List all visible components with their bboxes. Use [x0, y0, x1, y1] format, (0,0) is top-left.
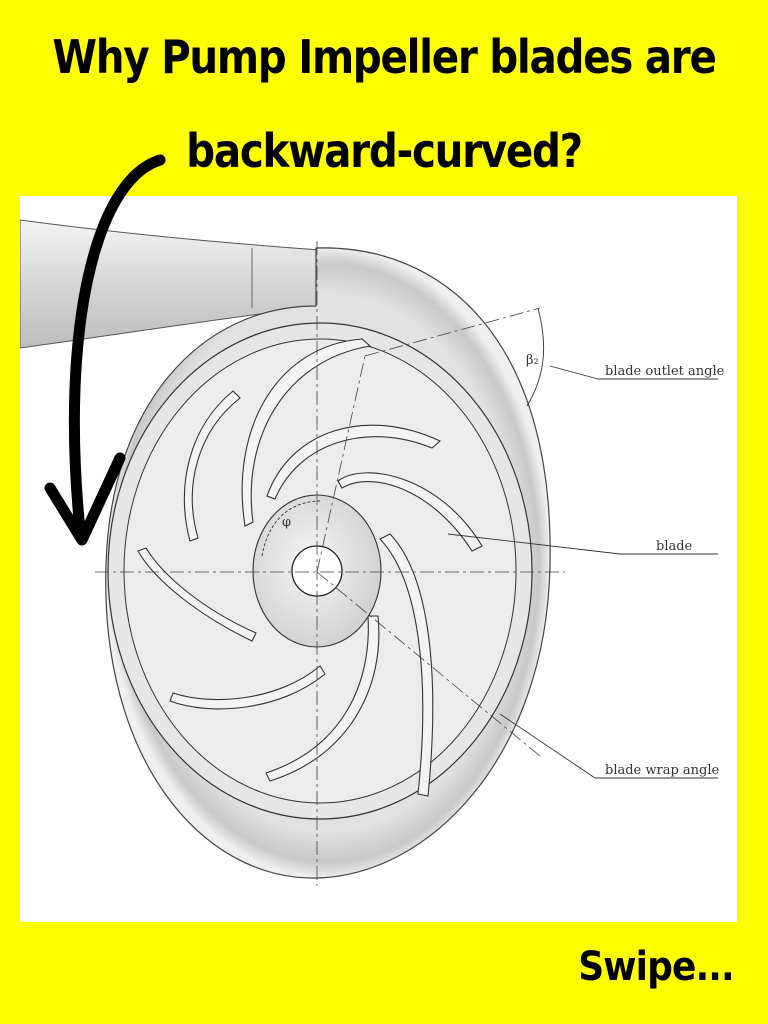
blade-3: [337, 472, 483, 552]
leader-lines: [447, 365, 718, 779]
label-blade-wrap-angle: blade wrap angle: [605, 763, 720, 778]
impeller-diagram: β₂ φ blade outlet angle blade blade wrap…: [20, 196, 737, 922]
blade-8: [183, 390, 241, 542]
blade-4: [379, 533, 434, 797]
outlet-angle-symbol: β₂: [526, 353, 539, 368]
blade-6: [169, 665, 326, 710]
center-lines: [95, 241, 565, 886]
wrap-angle-symbol: φ: [282, 515, 291, 530]
blade-1: [241, 338, 372, 527]
blade-5: [265, 615, 380, 782]
label-blade: blade: [656, 539, 693, 554]
blade-7: [137, 547, 257, 642]
title-line-1: Why Pump Impeller blades are: [52, 30, 717, 84]
outlet-angle-arc: [526, 307, 545, 407]
blades: [137, 338, 483, 797]
impeller-drawing: β₂ φ blade outlet angle blade blade wrap…: [20, 219, 725, 886]
title-line-2: backward-curved?: [186, 124, 583, 178]
wrap-angle-arc: [261, 500, 321, 557]
label-blade-outlet-angle: blade outlet angle: [605, 364, 725, 379]
swipe-hint[interactable]: Swipe...: [578, 944, 734, 990]
blade-2: [266, 424, 441, 500]
